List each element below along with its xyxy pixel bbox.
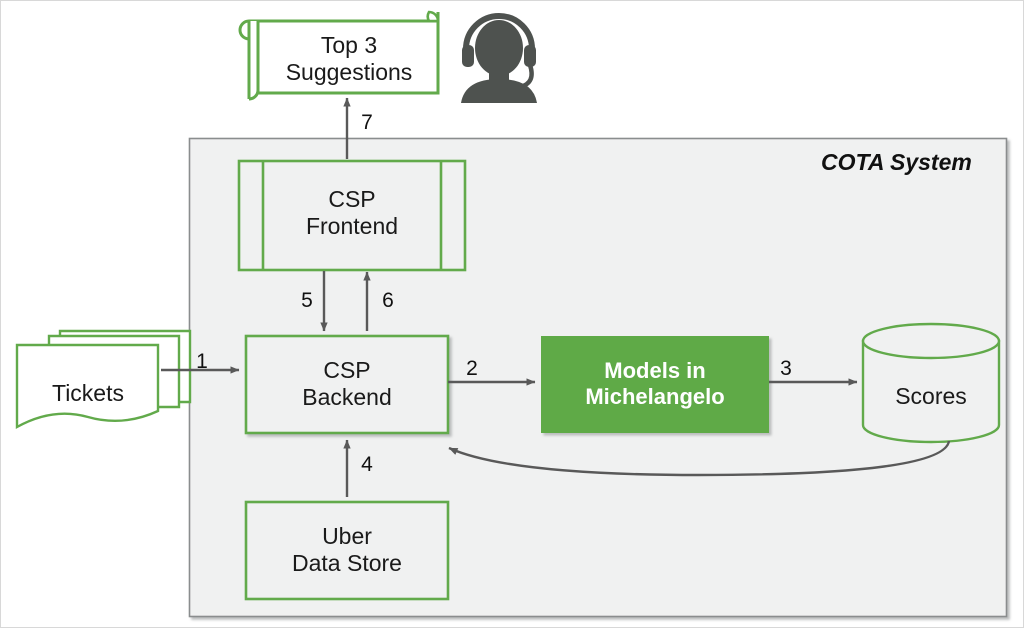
scores-cylinder-shape bbox=[861, 322, 1001, 444]
edge-8-curve bbox=[448, 440, 951, 477]
csp-backend-shape bbox=[244, 334, 450, 435]
uber-data-store-shape bbox=[244, 500, 450, 601]
csp-frontend-shape bbox=[237, 159, 467, 272]
top-3-suggestions-shape bbox=[238, 10, 440, 101]
models-in-michelangelo-shape bbox=[541, 336, 769, 433]
tickets-shape bbox=[15, 329, 192, 430]
support-agent-icon bbox=[461, 13, 537, 103]
